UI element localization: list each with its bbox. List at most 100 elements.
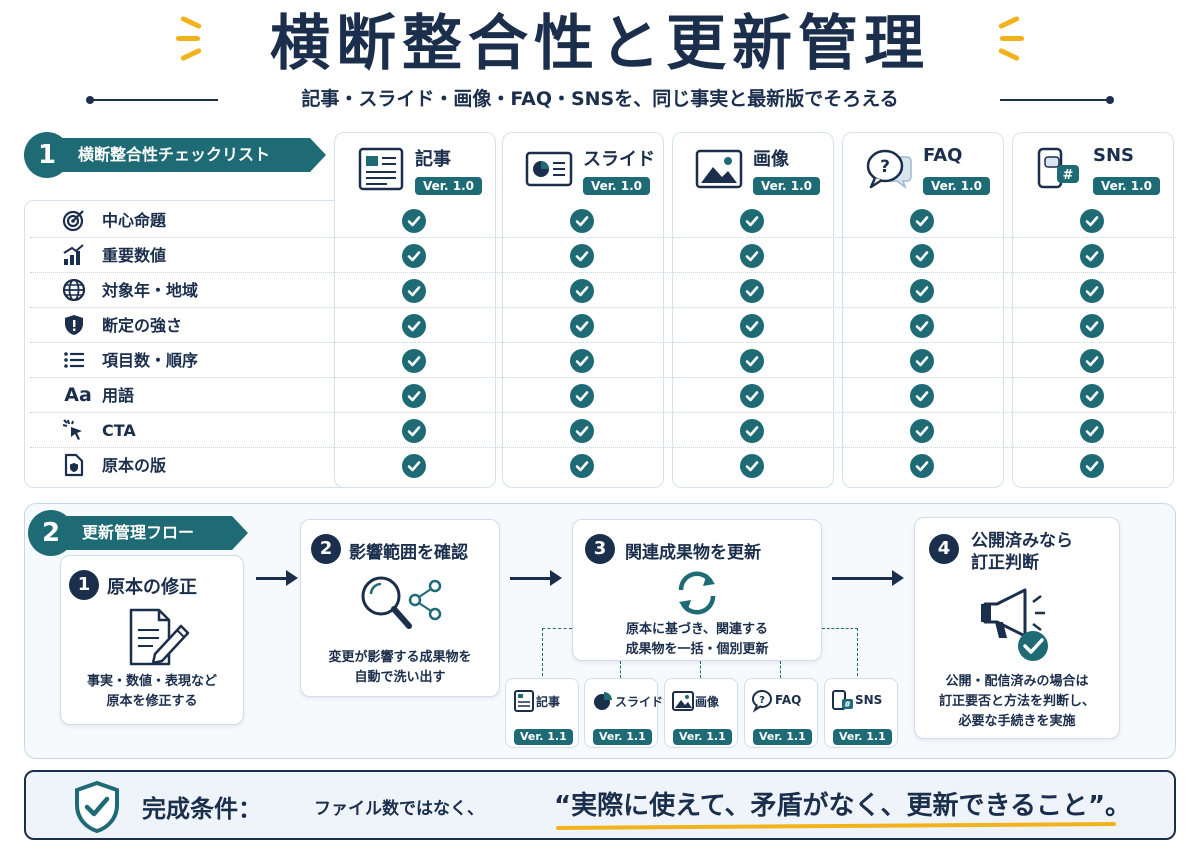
check-icon <box>402 384 426 408</box>
image-icon <box>672 691 694 711</box>
row-separator <box>30 343 1176 378</box>
column-image: 画像 Ver. 1.0 <box>672 132 834 488</box>
step-title: 原本の修正 <box>107 577 197 598</box>
search-network-icon <box>361 576 442 629</box>
pie-chart-icon <box>594 692 612 710</box>
version-badge: Ver. 1.0 <box>753 177 820 195</box>
step-card-3: 3 関連成果物を更新 原本に基づき、関連する 成果物を一括・個別更新 <box>572 519 822 661</box>
row-label: 原本の版 <box>102 456 167 475</box>
check-icon <box>910 314 934 338</box>
column-name: 記事 <box>415 149 451 170</box>
globe-icon <box>60 276 88 304</box>
svg-text:#: # <box>1063 168 1074 183</box>
column-name: スライド <box>583 149 655 170</box>
check-icon <box>1080 314 1104 338</box>
step-number: 1 <box>69 570 99 600</box>
row-label: CTA <box>102 421 136 440</box>
step-number: 4 <box>929 534 959 564</box>
svg-text:?: ? <box>880 157 890 177</box>
check-icon <box>570 279 594 303</box>
document-icon <box>514 690 534 712</box>
check-icon <box>910 244 934 268</box>
output-name: 画像 <box>695 695 720 709</box>
step-card-4: 4 公開済みなら 訂正判断 公開・配信済みの場合は 訂正要否と方法を判断し、 必… <box>914 517 1120 739</box>
check-icon <box>740 314 764 338</box>
output-sns: # SNS Ver. 1.1 <box>824 678 898 748</box>
row-separator <box>30 413 1176 448</box>
check-icon <box>570 454 594 478</box>
check-icon <box>1080 244 1104 268</box>
output-name: SNS <box>855 693 883 707</box>
connector-line <box>822 628 858 676</box>
step-description: 変更が影響する成果物を 自動で洗い出す <box>328 650 472 685</box>
check-icon <box>910 349 934 373</box>
check-icon <box>1080 384 1104 408</box>
row-separator <box>30 308 1176 343</box>
cursor-click-icon <box>60 416 88 444</box>
output-name: 記事 <box>536 695 561 709</box>
check-icon <box>402 419 426 443</box>
step-number: 2 <box>311 534 341 564</box>
flow-arrow <box>832 570 904 586</box>
version-badge: Ver. 1.1 <box>833 729 892 745</box>
step-description: 事実・数値・表現など 原本を修正する <box>86 674 217 709</box>
list-icon <box>60 346 88 374</box>
subtitle-left-line <box>86 96 218 104</box>
connector-line <box>620 661 621 678</box>
check-icon <box>402 349 426 373</box>
version-badge: Ver. 1.0 <box>415 177 482 195</box>
subtitle-right-line <box>1000 96 1114 104</box>
check-icon <box>910 384 934 408</box>
output-faq: ? FAQ Ver. 1.1 <box>744 678 818 748</box>
row-label: 対象年・地域 <box>102 281 199 300</box>
section1-number: 1 <box>24 132 70 178</box>
check-icon <box>1080 419 1104 443</box>
column-name: FAQ <box>923 145 963 166</box>
check-icon <box>570 244 594 268</box>
svg-text:#: # <box>844 700 851 709</box>
question-bubble-icon: ? <box>866 149 912 190</box>
svg-text:?: ? <box>759 695 765 706</box>
completion-quote: “実際に使えて、矛盾がなく、更新できること”。 <box>554 791 1132 821</box>
check-icon <box>910 209 934 233</box>
check-icon <box>570 349 594 373</box>
row-label: 中心命題 <box>102 211 167 230</box>
completion-label: 完成条件： <box>142 795 262 823</box>
target-icon <box>60 206 88 234</box>
check-icon <box>402 454 426 478</box>
flow-arrow <box>510 570 562 586</box>
step-title: 関連成果物を更新 <box>625 543 761 563</box>
page-subtitle: 記事・スライド・画像・FAQ・SNSを、同じ事実と最新版でそろえる <box>301 88 899 110</box>
refresh-icon <box>678 571 716 615</box>
check-icon <box>1080 279 1104 303</box>
check-icon <box>402 209 426 233</box>
version-badge: Ver. 1.0 <box>1093 177 1160 195</box>
check-icon <box>740 349 764 373</box>
check-icon <box>570 209 594 233</box>
section2-number: 2 <box>28 510 74 556</box>
megaphone-check-icon <box>981 588 1048 661</box>
output-name: スライド <box>615 695 664 709</box>
version-badge: Ver. 1.1 <box>673 729 732 745</box>
output-article: 記事 Ver. 1.1 <box>505 678 579 748</box>
check-icon <box>1080 454 1104 478</box>
version-badge: Ver. 1.1 <box>593 729 652 745</box>
flow-arrow <box>256 570 298 586</box>
version-badge: Ver. 1.1 <box>514 729 573 745</box>
row-separator <box>30 238 1176 273</box>
image-icon <box>695 149 743 189</box>
check-icon <box>740 209 764 233</box>
completion-middle-text: ファイル数ではなく、 <box>314 799 484 819</box>
row-label: 項目数・順序 <box>102 351 199 370</box>
row-label: 断定の強さ <box>102 316 183 335</box>
connector-line <box>542 628 572 676</box>
slide-chart-icon <box>525 151 573 187</box>
column-name: 画像 <box>753 149 789 170</box>
sns-chat-icon: # <box>1037 147 1079 189</box>
output-name: FAQ <box>775 693 802 707</box>
subtitle-bar: 記事・スライド・画像・FAQ・SNSを、同じ事実と最新版でそろえる <box>86 86 1114 112</box>
file-shield-icon <box>60 451 88 479</box>
step-number: 3 <box>585 534 615 564</box>
question-bubble-icon: ? <box>752 690 772 713</box>
bar-chart-icon <box>60 241 88 269</box>
